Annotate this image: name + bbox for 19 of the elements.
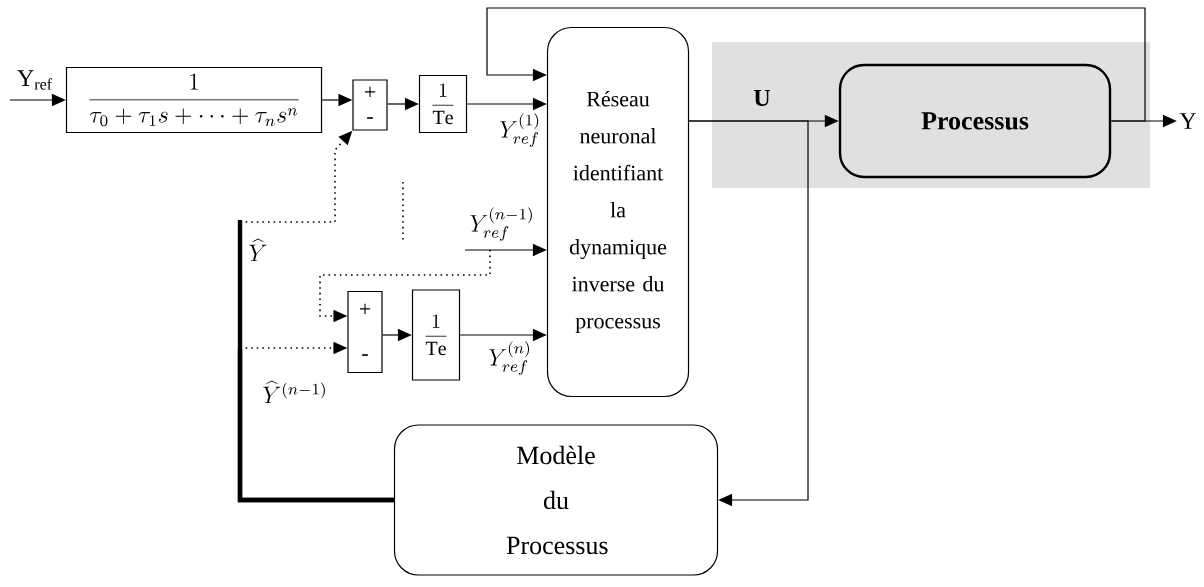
process-box: Processus [838, 63, 1112, 179]
edge-label: $Y_{ref}^{(1)}$ [500, 113, 539, 147]
edge-label: Y$_{ref}$ [17, 70, 53, 90]
output-label: Y [1179, 113, 1197, 129]
summing-junction: + - [347, 290, 383, 374]
edge-label: U [753, 90, 771, 106]
arrow [237, 341, 394, 503]
model-box: Modèle du Processus [393, 424, 719, 576]
transfer-function-box: $\frac{1}{\tau_0+\tau_1 s+\cdots+\tau_n s^n}$ [65, 66, 323, 134]
arrow [486, 7, 1146, 122]
edge-label: $\widehat{Y}^{(n-1)}$ [263, 380, 325, 404]
edge-label: $Y_{ref}^{(n)}$ [489, 341, 530, 375]
gain-block: $\frac{1}{\mathrm{Te}}$ [411, 289, 461, 381]
neural-network-box: Réseau neuronal identifiant la dynamique inverse du processus [546, 26, 690, 398]
arrow [688, 120, 809, 507]
summing-junction: + - [352, 79, 388, 131]
edge-label: $Y_{ref}^{(n-1)}$ [470, 207, 532, 241]
gain-block: $\frac{1}{\mathrm{Te}}$ [418, 74, 468, 134]
edge-label: $\widehat{Y}$ [249, 238, 267, 262]
